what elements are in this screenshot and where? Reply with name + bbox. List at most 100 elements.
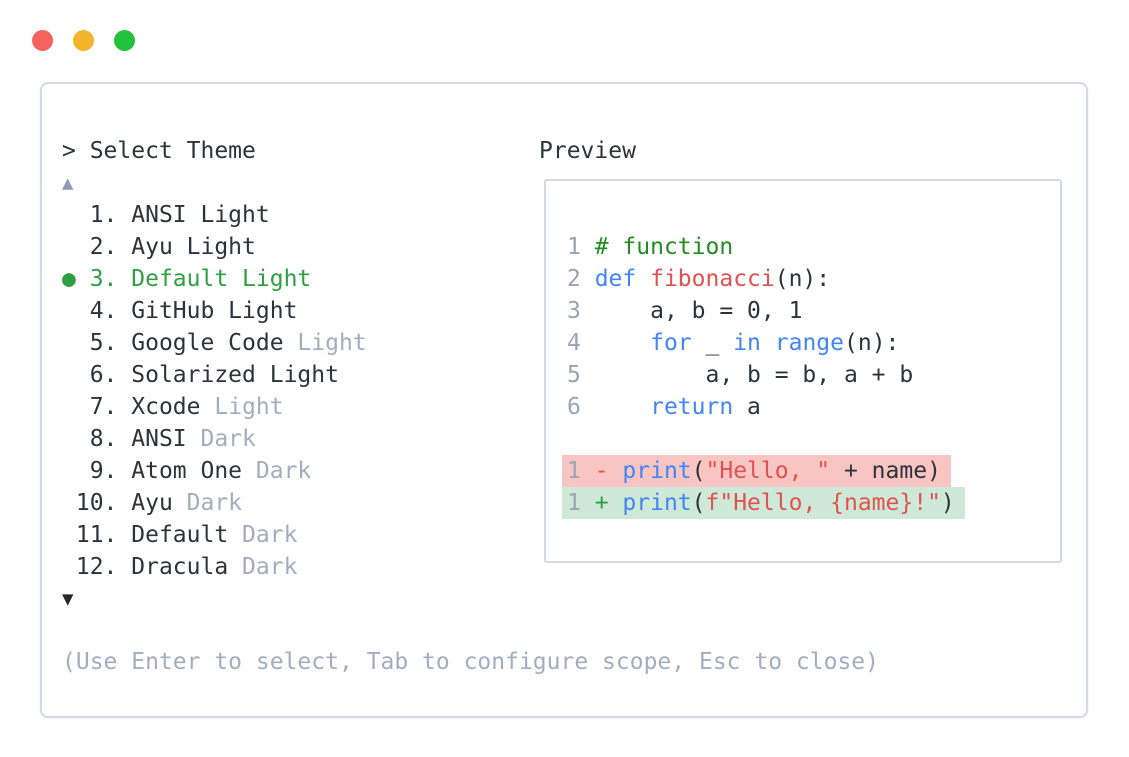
code-token: a, b = b, a + b	[594, 362, 914, 388]
diff-removed-line: 1 - print("Hello, " + name)	[562, 455, 965, 487]
diff-added-sign: +	[594, 490, 623, 516]
code-token	[636, 266, 650, 292]
theme-item-github-light[interactable]: 4. GitHub Light	[62, 295, 367, 327]
theme-item-suffix: Dark	[228, 522, 298, 548]
theme-item-name: GitHub Light	[131, 298, 298, 324]
theme-item-xcode[interactable]: 7. Xcode Light	[62, 391, 367, 423]
theme-item-suffix: Dark	[186, 426, 256, 452]
theme-item-suffix: Light	[200, 394, 284, 420]
theme-item-name: ANSI	[131, 426, 187, 452]
code-token: )	[940, 490, 955, 516]
theme-item-default[interactable]: 11. Default Dark	[62, 519, 367, 551]
theme-item-number: 4.	[75, 298, 132, 324]
theme-item-name: Default Light	[131, 266, 312, 292]
code-line: 5 a, b = b, a + b	[567, 359, 965, 391]
code-token: (n):	[844, 330, 900, 356]
scroll-down-icon[interactable]: ▼	[62, 588, 74, 610]
code-token: a, b = 0, 1	[594, 298, 803, 324]
line-number: 1	[567, 458, 595, 484]
blank-line	[567, 423, 965, 455]
select-theme-prompt: > Select Theme	[62, 138, 256, 164]
theme-item-number: 7.	[75, 394, 132, 420]
code-token: (	[691, 490, 706, 516]
diff-added-chip: 1 + print(f"Hello, {name}!")	[562, 487, 965, 519]
preview-label: Preview	[539, 138, 636, 164]
theme-item-atom-one[interactable]: 9. Atom One Dark	[62, 455, 367, 487]
code-token: in	[733, 330, 761, 356]
theme-item-dracula[interactable]: 12. Dracula Dark	[62, 551, 367, 583]
code-line: 1 # function	[567, 231, 965, 263]
theme-item-ansi-light[interactable]: 1. ANSI Light	[62, 199, 367, 231]
theme-item-number: 12.	[75, 554, 132, 580]
line-number: 6	[567, 394, 595, 420]
theme-item-ayu[interactable]: 10. Ayu Dark	[62, 487, 367, 519]
code-token: # function	[594, 234, 734, 260]
code-line: 6 return a	[567, 391, 965, 423]
theme-item-suffix: Dark	[242, 458, 312, 484]
theme-item-google-code[interactable]: 5. Google Code Light	[62, 327, 367, 359]
diff-added-line: 1 + print(f"Hello, {name}!")	[562, 487, 965, 519]
theme-item-name: Solarized Light	[131, 362, 339, 388]
line-number: 2	[567, 266, 595, 292]
theme-item-number: 11.	[75, 522, 132, 548]
diff-removed-chip: 1 - print("Hello, " + name)	[562, 455, 951, 487]
theme-item-ansi[interactable]: 8. ANSI Dark	[62, 423, 367, 455]
code-token: def	[594, 266, 637, 292]
theme-item-name: ANSI Light	[131, 202, 270, 228]
theme-item-solarized-light[interactable]: 6. Solarized Light	[62, 359, 367, 391]
code-token	[761, 330, 775, 356]
line-number: 3	[567, 298, 595, 324]
code-token: range	[774, 330, 844, 356]
keyboard-hint: (Use Enter to select, Tab to configure s…	[62, 649, 879, 675]
code-token: print	[622, 458, 692, 484]
code-line: 4 for _ in range(n):	[567, 327, 965, 359]
theme-item-name: Default	[131, 522, 229, 548]
theme-item-number: 8.	[75, 426, 132, 452]
diff-removed-sign: -	[594, 458, 623, 484]
code-token: f"Hello, {name}!"	[705, 490, 941, 516]
theme-item-number: 5.	[75, 330, 132, 356]
code-token: _	[691, 330, 734, 356]
selected-item-bullet: ●	[62, 266, 76, 292]
traffic-light-close-button[interactable]	[32, 30, 53, 51]
theme-item-suffix: Light	[283, 330, 367, 356]
code-line: 2 def fibonacci(n):	[567, 263, 965, 295]
code-token: (	[691, 458, 706, 484]
code-token	[595, 330, 650, 356]
code-token	[595, 394, 650, 420]
theme-picker-window: > Select Theme Preview ▲ 1. ANSI Light 2…	[40, 82, 1088, 718]
theme-item-default-light[interactable]: ● 3. Default Light	[62, 263, 367, 295]
theme-item-name: Atom One	[131, 458, 243, 484]
theme-item-name: Xcode	[131, 394, 201, 420]
traffic-light-zoom-button[interactable]	[114, 30, 135, 51]
theme-item-number: 6.	[75, 362, 132, 388]
code-token: return	[650, 394, 734, 420]
code-token: fibonacci	[650, 266, 775, 292]
theme-item-suffix: Dark	[228, 554, 298, 580]
theme-item-ayu-light[interactable]: 2. Ayu Light	[62, 231, 367, 263]
scroll-up-icon[interactable]: ▲	[62, 172, 74, 194]
line-number: 5	[567, 362, 595, 388]
code-token: (n):	[774, 266, 831, 292]
line-number: 1	[567, 234, 595, 260]
theme-items-container: 1. ANSI Light 2. Ayu Light● 3. Default L…	[62, 199, 367, 583]
line-number: 4	[567, 330, 595, 356]
theme-item-name: Ayu Light	[131, 234, 256, 260]
theme-item-name: Ayu	[131, 490, 173, 516]
code-token: print	[622, 490, 692, 516]
theme-item-name: Dracula	[131, 554, 229, 580]
theme-list: ▲ 1. ANSI Light 2. Ayu Light● 3. Default…	[62, 167, 367, 615]
traffic-light-minimize-button[interactable]	[73, 30, 94, 51]
line-number: 1	[567, 490, 595, 516]
theme-item-name: Google Code	[131, 330, 284, 356]
code-line: 3 a, b = 0, 1	[567, 295, 965, 327]
theme-item-number: 10.	[75, 490, 132, 516]
code-token: + name)	[830, 458, 941, 484]
code-token: a	[733, 394, 761, 420]
code-token: "Hello, "	[705, 458, 831, 484]
theme-item-suffix: Dark	[172, 490, 243, 516]
code-token: for	[650, 330, 692, 356]
theme-item-number: 9.	[75, 458, 132, 484]
